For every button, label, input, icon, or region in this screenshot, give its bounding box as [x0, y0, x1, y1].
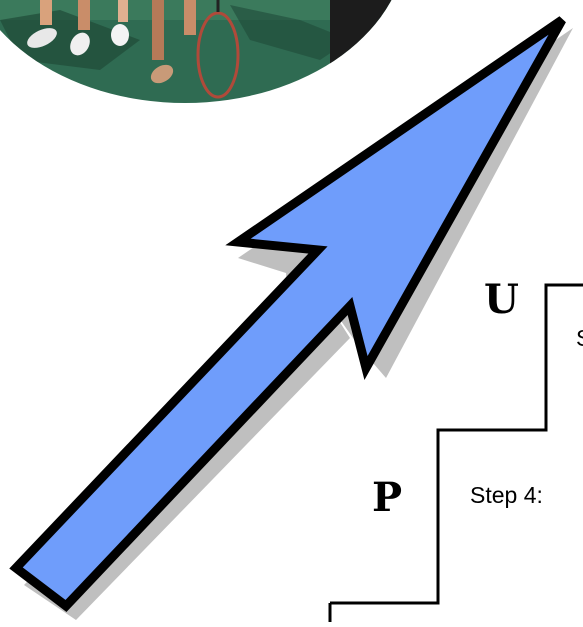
step-label-4: Step 4: — [470, 482, 543, 508]
tennis-photo — [0, 0, 407, 103]
step-label-5: S — [576, 327, 583, 350]
stair-letter-u: U — [484, 276, 519, 323]
staircase — [328, 283, 583, 622]
stair-letter-p: P — [372, 474, 403, 521]
arrow-icon — [9, 16, 573, 620]
tennis-players-legs-icon — [27, 0, 240, 99]
